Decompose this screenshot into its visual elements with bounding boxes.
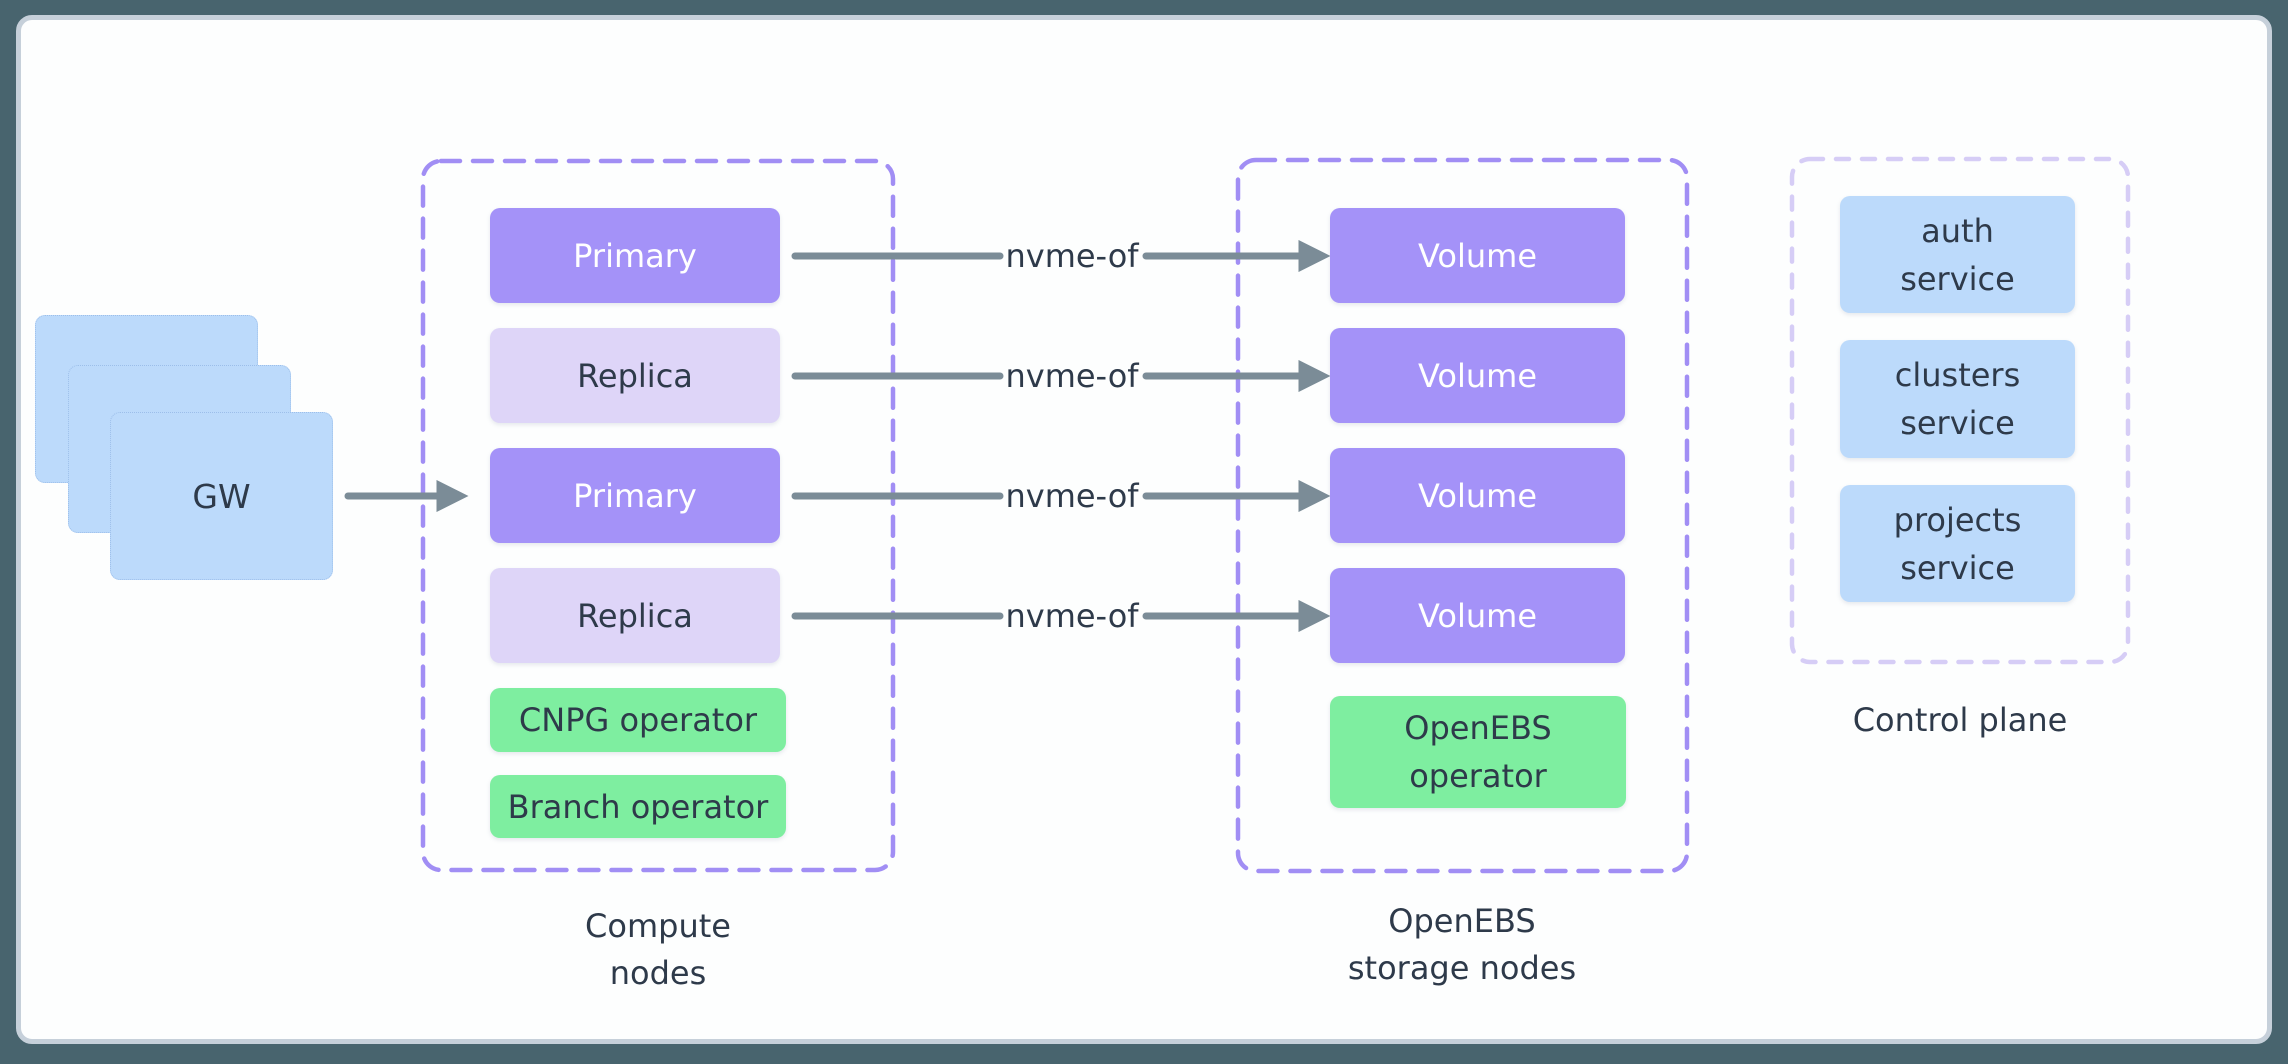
gw-card-front: GW: [110, 412, 333, 580]
volume-box-1: Volume: [1330, 208, 1625, 303]
clusters-service-line2: service: [1900, 404, 2015, 442]
compute-nodes-caption: Compute nodes: [458, 903, 858, 997]
volume-box-4: Volume: [1330, 568, 1625, 663]
auth-service-line1: auth: [1921, 211, 1994, 250]
auth-service-line2: service: [1900, 259, 2015, 298]
projects-service-line1: projects: [1893, 500, 2022, 539]
openebs-operator-box: OpenEBS operator: [1330, 696, 1626, 808]
nvme-of-label: nvme-of: [1005, 597, 1139, 635]
clusters-service-box: clusters service: [1840, 340, 2075, 458]
projects-service-line2: service: [1900, 548, 2015, 587]
projects-service-box: projects service: [1840, 485, 2075, 602]
primary-box-2: Primary: [490, 448, 780, 543]
replica-box-2: Replica: [490, 568, 780, 663]
primary-box-1: Primary: [490, 208, 780, 303]
auth-service-box: auth service: [1840, 196, 2075, 313]
nvme-of-label: nvme-of: [1005, 357, 1139, 395]
gw-label: GW: [192, 476, 251, 516]
openebs-operator-line2: operator: [1409, 757, 1547, 795]
compute-nodes-caption-line2: nodes: [609, 954, 707, 992]
control-plane-caption: Control plane: [1852, 701, 2068, 739]
volume-box-2: Volume: [1330, 328, 1625, 423]
openebs-operator-line1: OpenEBS: [1404, 709, 1552, 747]
branch-operator-box: Branch operator: [490, 775, 786, 838]
compute-nodes-caption-line1: Compute: [585, 907, 731, 945]
volume-box-3: Volume: [1330, 448, 1625, 543]
nvme-of-label: nvme-of: [1005, 477, 1139, 515]
storage-nodes-caption-line1: OpenEBS: [1388, 902, 1536, 940]
storage-nodes-caption-line2: storage nodes: [1347, 949, 1577, 987]
clusters-service-line1: clusters: [1894, 356, 2021, 394]
storage-nodes-caption: OpenEBS storage nodes: [1262, 898, 1662, 992]
replica-box-1: Replica: [490, 328, 780, 423]
cnpg-operator-box: CNPG operator: [490, 688, 786, 752]
nvme-of-label: nvme-of: [1005, 237, 1139, 275]
